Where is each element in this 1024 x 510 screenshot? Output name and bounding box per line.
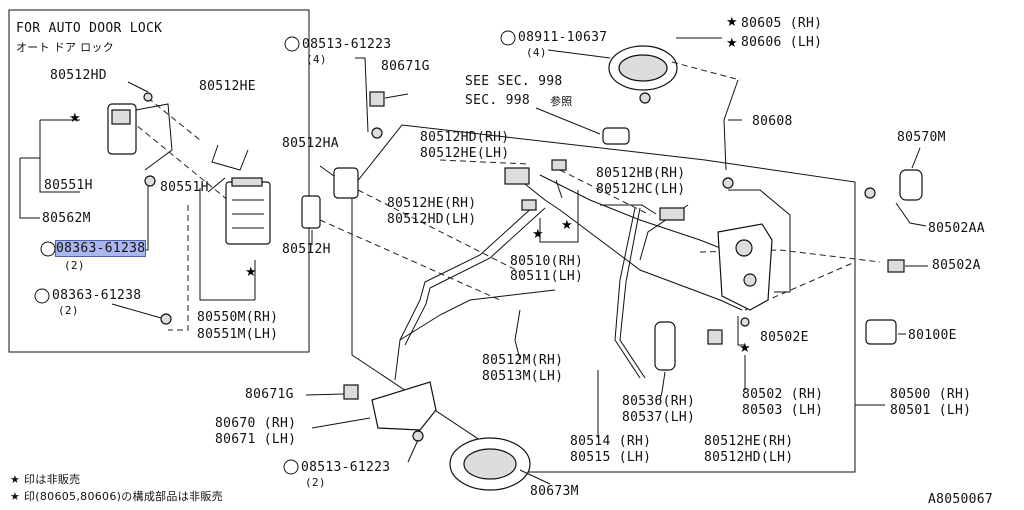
part-label-80551h-b: 80551H [160,180,209,195]
bolt-label-08363-a: 08363-61238 [54,240,147,257]
part-label-80512he: 80512HE [199,79,256,94]
svg-text:★: ★ [726,36,738,51]
bolt-qty-b: (2) [58,304,79,317]
screw-label-08513-top: 08513-61223 [302,37,392,52]
part-label-80512hc-lh: 80512HC(LH) [596,182,686,197]
legend-line-1: ★ 印は非販売 [10,473,81,486]
inside-handle-part [371,381,437,431]
part-label-80512he-lh: 80512HE(LH) [420,146,510,161]
part-label-80551h-a: 80551H [44,178,93,193]
inset-title: FOR AUTO DOOR LOCK [16,21,163,36]
control-unit-part [225,181,271,245]
bolt-label-08363-b: 08363-61238 [52,288,142,303]
part-label-80510: 80510(RH) [510,254,584,269]
nut-qty: (4) [526,46,547,59]
part-label-80671g-top: 80671G [381,59,430,74]
part-label-80512hb-rh: 80512HB(RH) [596,166,686,181]
part-label-80503: 80503 (LH) [742,403,824,418]
part-label-80512ha: 80512HA [282,136,339,151]
svg-text:★: ★ [726,15,738,30]
door-lock-assembly-part [717,223,773,311]
part-label-80671g-bot: 80671G [245,387,294,402]
svg-text:★: ★ [561,218,573,233]
part-label-80100e: 80100E [908,328,957,343]
part-label-80605: 80605 (RH) [741,16,823,31]
svg-text:★: ★ [69,111,81,126]
part-label-80673m: 80673M [530,484,579,499]
part-label-80562m: 80562M [42,211,91,226]
part-label-80550m: 80550M(RH) [197,310,279,325]
part-label-80501: 80501 (LH) [890,403,972,418]
legend-line-2: ★ 印(80605,80606)の構成部品は非販売 [10,490,223,503]
part-label-80512hd-rh: 80512HD(RH) [420,130,510,145]
legend-line-2-text: 印(80605,80606)の構成部品は非販売 [23,490,223,503]
inset-title-jp: オート ドア ロック [16,41,114,54]
part-label-80512hd-lh-2: 80512HD(LH) [704,450,794,465]
door-outline [351,124,856,473]
section-ref-label: SEC. 998 [465,93,531,108]
diagram-id: A8050067 [928,492,994,507]
part-label-80502a: 80502A [932,258,981,273]
key-cylinder-rod-part [654,321,676,371]
part-label-80608: 80608 [752,114,793,129]
svg-text:★: ★ [245,265,257,280]
part-label-80513m: 80513M(LH) [482,369,564,384]
part-label-80512h: 80512H [282,242,331,257]
part-label-80512hd-lh: 80512HD(LH) [387,212,477,227]
part-label-80515: 80515 (LH) [570,450,652,465]
svg-text:★: ★ [532,227,544,242]
part-label-80537: 80537(LH) [622,410,696,425]
legend-line-1-text: 印は非販売 [23,473,81,486]
section-ref-jp: 参照 [550,95,573,108]
part-label-80570m: 80570M [897,130,946,145]
non-sale-star-markers: ★ ★ ★ ★ ★ ★ ★ [69,15,751,356]
part-label-80502e: 80502E [760,330,809,345]
part-label-80502aa: 80502AA [928,221,985,236]
part-label-80671: 80671 (LH) [215,432,297,447]
part-label-80512he-rh: 80512HE(RH) [387,196,477,211]
svg-text:★: ★ [739,341,751,356]
part-label-80536: 80536(RH) [622,394,696,409]
part-label-80670: 80670 (RH) [215,416,297,431]
inside-handle-escutcheon-part [865,319,897,345]
part-label-80551m: 80551M(LH) [197,327,279,342]
part-label-80512hd: 80512HD [50,68,107,83]
screw-label-08513-bot: 08513-61223 [301,460,391,475]
see-section-label: SEE SEC. 998 [465,74,563,89]
part-label-80500: 80500 (RH) [890,387,972,402]
nut-label-08911: 08911-10637 [518,30,608,45]
bolt-qty-a: (2) [64,259,85,272]
part-label-80514: 80514 (RH) [570,434,652,449]
part-label-80511: 80511(LH) [510,269,584,284]
screw-qty-bot: (2) [305,476,326,489]
inset-frame [8,9,310,353]
screw-qty-top: (4) [306,53,327,66]
part-label-80512m: 80512M(RH) [482,353,564,368]
part-label-80606: 80606 (LH) [741,35,823,50]
lock-knob-part [333,167,359,199]
part-label-80502: 80502 (RH) [742,387,824,402]
part-label-80512he-rh-2: 80512HE(RH) [704,434,794,449]
